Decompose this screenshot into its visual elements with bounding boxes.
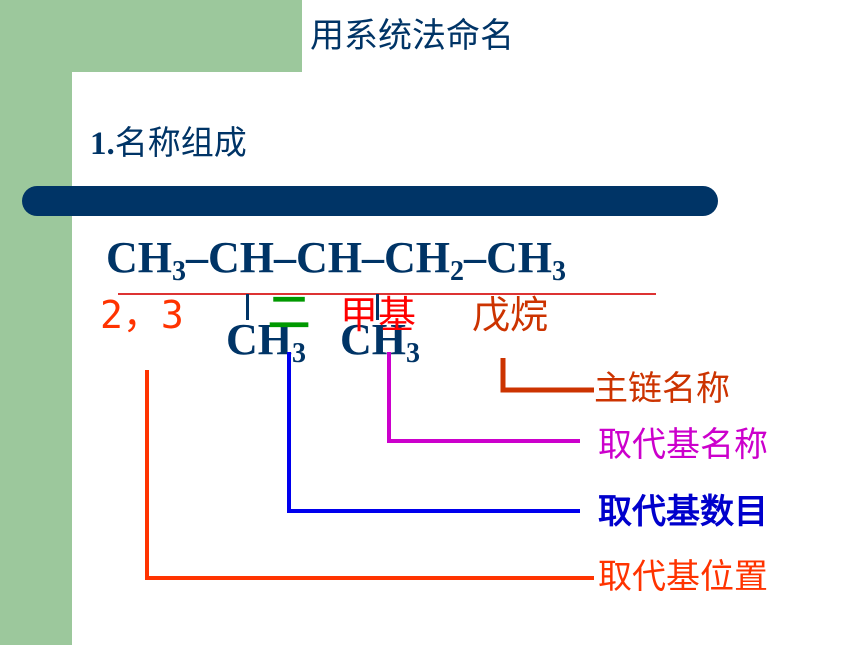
label-substituent-count: 取代基数目 xyxy=(598,492,768,532)
branch-2-ch: CH xyxy=(340,315,406,364)
branch-bond-1 xyxy=(246,294,249,320)
heading-number: 1. xyxy=(90,126,115,162)
structural-formula: CH3–CH–CH–CH2–CH3 xyxy=(106,233,566,286)
formula-ch2: CH xyxy=(384,233,450,282)
main-chain-pointer xyxy=(500,358,594,393)
branch-bond-2 xyxy=(376,294,379,320)
label-substituent-position: 取代基位置 xyxy=(598,557,768,597)
substituent-count: 二 xyxy=(268,288,311,337)
heading-text: 名称组成 xyxy=(114,123,247,162)
substituent-position-pointer xyxy=(145,370,594,580)
formula-ch3-left: CH xyxy=(106,233,172,282)
formula-ch-ch: –CH–CH– xyxy=(186,233,384,282)
slide-title: 用系统法命名 xyxy=(310,16,514,56)
formula-ch3-right: –CH xyxy=(464,233,552,282)
main-chain-underline xyxy=(118,293,656,295)
substituent-count-pointer xyxy=(287,352,580,513)
branch-1-ch: CH xyxy=(226,315,292,364)
substituent-name: 甲基 xyxy=(340,293,417,337)
formula-sub-1: 3 xyxy=(172,256,186,287)
left-green-band xyxy=(0,0,72,645)
branch-1-sub: 3 xyxy=(292,338,306,369)
content-panel xyxy=(72,72,860,645)
branch-2-sub: 3 xyxy=(406,338,420,369)
label-main-chain: 主链名称 xyxy=(594,369,730,409)
substituent-name-pointer xyxy=(387,352,580,443)
divider-bar xyxy=(22,186,718,216)
top-green-band xyxy=(72,0,302,72)
formula-sub-3: 3 xyxy=(552,256,566,287)
label-substituent-name: 取代基名称 xyxy=(598,425,768,465)
methyl-branch-1: CH3 xyxy=(226,315,306,368)
main-chain-name: 戊烷 xyxy=(472,293,549,337)
substituent-positions: 2，3 xyxy=(100,293,184,337)
methyl-branch-2: CH3 xyxy=(340,315,420,368)
section-heading: 1.名称组成 xyxy=(90,116,247,164)
formula-sub-2: 2 xyxy=(450,256,464,287)
